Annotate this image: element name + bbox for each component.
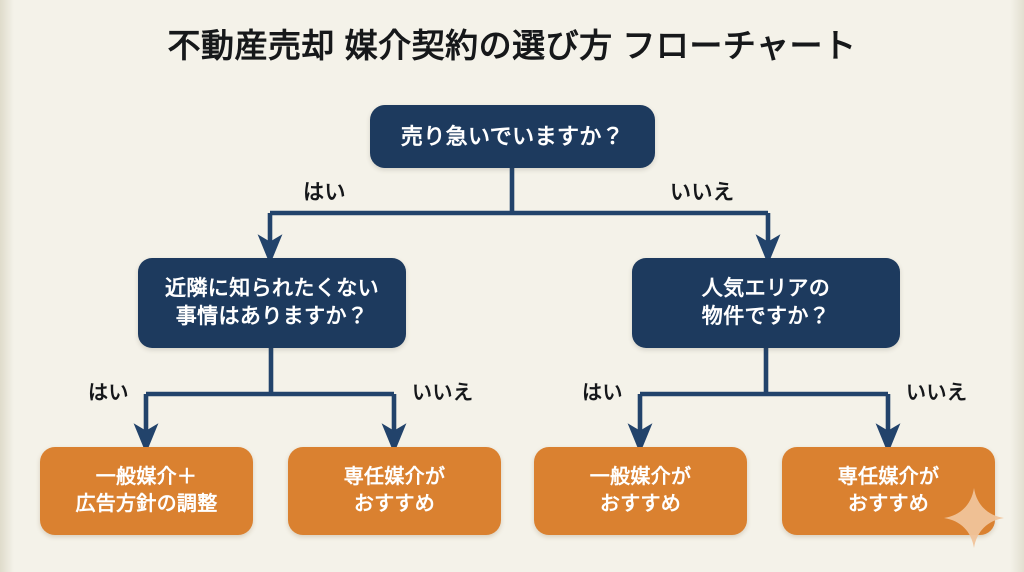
node-outcome-exclusive-right[interactable]: 専任媒介が おすすめ bbox=[782, 447, 995, 535]
node-root-decision[interactable]: 売り急いでいますか？ bbox=[370, 105, 655, 168]
edge-label-right-yes: はい bbox=[582, 382, 623, 404]
node-outcome-general-right[interactable]: 一般媒介が おすすめ bbox=[534, 447, 747, 535]
paper-edge-shadow-right bbox=[1010, 0, 1024, 572]
node-decision-neighbor-privacy[interactable]: 近隣に知られたくない 事情はありますか？ bbox=[138, 258, 406, 348]
node-decision-popular-area[interactable]: 人気エリアの 物件ですか？ bbox=[632, 258, 900, 348]
node-outcome-exclusive-left[interactable]: 専任媒介が おすすめ bbox=[288, 447, 501, 535]
edge-label-left-yes: はい bbox=[88, 382, 129, 404]
edge-label-right-no: いいえ bbox=[906, 382, 968, 404]
edge-label-root-no: いいえ bbox=[670, 181, 735, 204]
paper-edge-shadow-left bbox=[0, 0, 14, 572]
node-outcome-general-plus-ad[interactable]: 一般媒介＋ 広告方針の調整 bbox=[40, 447, 253, 535]
page-title: 不動産売却 媒介契約の選び方 フローチャート bbox=[167, 27, 857, 64]
edge-label-left-no: いいえ bbox=[412, 382, 474, 404]
edge-label-root-yes: はい bbox=[303, 181, 346, 204]
